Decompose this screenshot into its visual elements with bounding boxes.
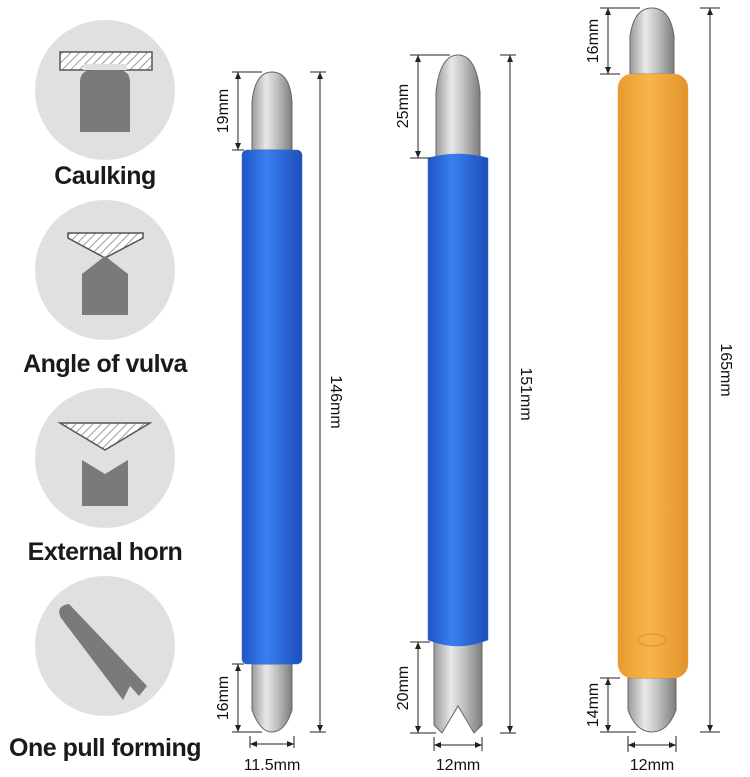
- tool-3-total-length-dim: 165mm: [717, 343, 734, 396]
- tool-2-top-tip-dim: 25mm: [395, 84, 412, 128]
- method-label-external-horn: External horn: [27, 538, 183, 566]
- one-pull-forming-icon: [35, 576, 175, 716]
- tool-2-handle: [427, 153, 489, 647]
- method-label-caulking: Caulking: [54, 162, 156, 190]
- tool-1-width-dim: 11.5mm: [244, 757, 301, 774]
- tool-1: [241, 71, 303, 733]
- tool-2: [427, 54, 489, 734]
- caulking-profile-icon: [35, 20, 175, 160]
- tool-2-bottom-tip-dim: 20mm: [395, 666, 412, 710]
- tool-3-bottom-tip-dim: 14mm: [585, 683, 602, 727]
- tool-2-total-length-dim: 151mm: [517, 367, 534, 420]
- tool-3-handle: [617, 73, 689, 679]
- tool-1-handle: [241, 149, 303, 665]
- tool-3-top-tip-dim: 16mm: [585, 19, 602, 63]
- tool-1-bottom-tip-dim: 16mm: [215, 676, 232, 720]
- external-horn-profile-icon: [35, 388, 175, 528]
- method-label-one-pull: One pull forming: [9, 734, 202, 762]
- tool-2-width-dim: 12mm: [436, 757, 480, 774]
- tool-1-top-tip-dim: 19mm: [215, 89, 232, 133]
- tool-1-total-length-dim: 146mm: [327, 375, 344, 428]
- tool-3: [617, 7, 689, 733]
- method-label-angle: Angle of vulva: [23, 350, 187, 378]
- tool-3-width-dim: 12mm: [630, 757, 674, 774]
- angle-profile-icon: [35, 200, 175, 340]
